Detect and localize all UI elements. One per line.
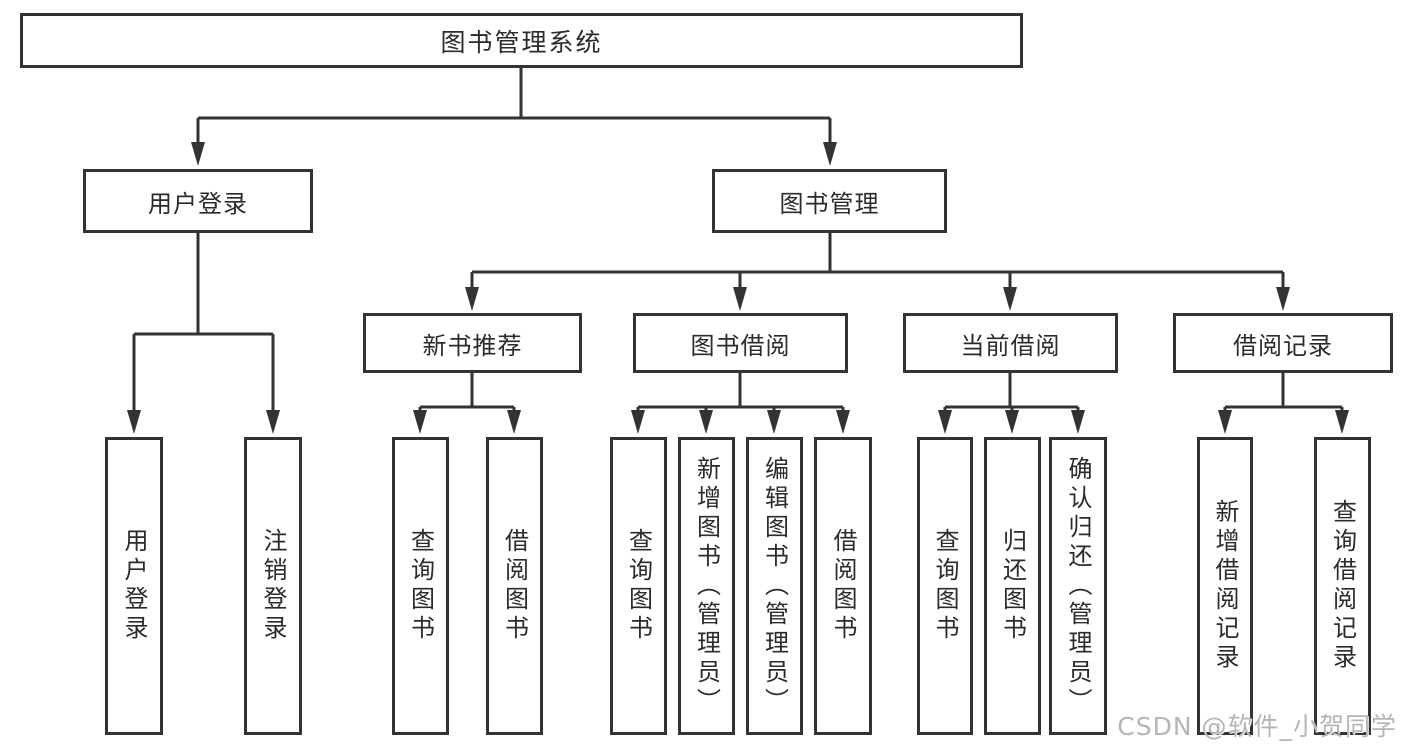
node-borrow-record: 借阅记录 — [1173, 313, 1393, 373]
node-confirm-return-admin: 确认归还（管理员） — [1049, 437, 1107, 735]
node-book-borrow: 图书借阅 — [633, 313, 848, 373]
node-newbook-query-books: 查询图书 — [392, 437, 449, 735]
node-current-borrow: 当前借阅 — [903, 313, 1118, 373]
arrowheads — [127, 142, 1349, 434]
node-logout: 注销登录 — [244, 437, 302, 735]
node-new-book-recommend: 新书推荐 — [363, 313, 582, 373]
node-current-query-books: 查询图书 — [917, 437, 973, 735]
node-book-management: 图书管理 — [712, 169, 947, 233]
node-root: 图书管理系统 — [20, 13, 1023, 68]
node-borrow-query-books: 查询图书 — [610, 437, 667, 735]
node-add-borrow-record: 新增借阅记录 — [1197, 437, 1253, 735]
node-return-books: 归还图书 — [984, 437, 1041, 735]
watermark: CSDN @软件_小贺同学 — [1117, 712, 1397, 741]
node-query-borrow-record: 查询借阅记录 — [1314, 437, 1371, 735]
node-newbook-borrow-books: 借阅图书 — [486, 437, 543, 735]
node-user-login-leaf: 用户登录 — [105, 437, 163, 735]
node-user-login: 用户登录 — [83, 169, 313, 233]
node-edit-books-admin: 编辑图书（管理员） — [746, 437, 803, 735]
node-borrow-books-leaf: 借阅图书 — [814, 437, 872, 735]
node-add-books-admin: 新增图书（管理员） — [678, 437, 735, 735]
